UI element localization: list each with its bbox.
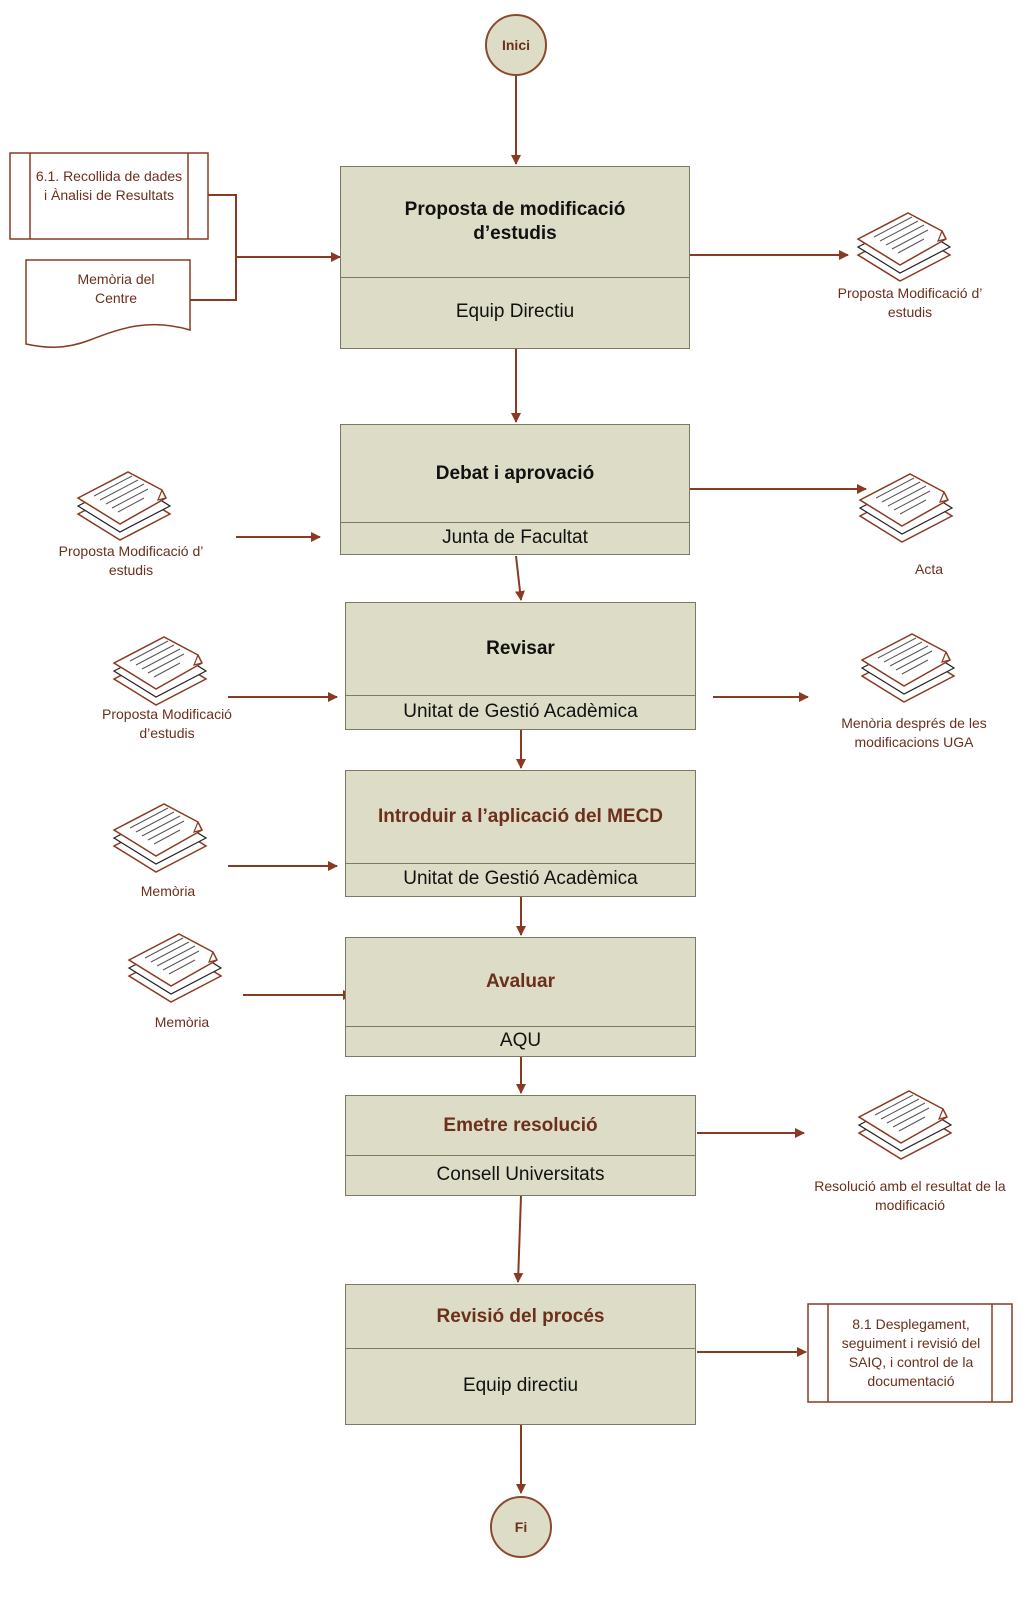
- step-title: Introduir a l’aplicació del MECD: [346, 771, 695, 864]
- output-arrows: [690, 250, 867, 1357]
- step-role: Equip directiu: [462, 1374, 579, 1396]
- input-arrows: [190, 194, 353, 1000]
- document-stack-icon: [113, 803, 207, 873]
- input-label-step2: Proposta Modificació d’ estudis: [58, 543, 204, 578]
- document-stack-icon: [859, 473, 953, 543]
- output-label-step3: Menòria després de les modificacions UGA: [841, 715, 987, 750]
- input-label-step5: Memòria: [154, 1014, 210, 1030]
- step-role: Junta de Facultat: [442, 526, 588, 548]
- output-label-step2: Acta: [914, 561, 943, 577]
- step-proposta: Proposta de modificació d’estudis Equip …: [340, 166, 690, 349]
- step-title: Emetre resolució: [346, 1096, 695, 1156]
- document-stack-icon: [858, 1090, 952, 1160]
- process-8-1-label: 8.1 Desplegament, seguiment i revisió de…: [841, 1316, 981, 1389]
- memoria-centre-label: Memòria del Centre: [77, 271, 155, 306]
- step-role: Consell Universitats: [436, 1163, 605, 1185]
- step-role: Unitat de Gestió Acadèmica: [403, 700, 638, 722]
- input-label-step3: Proposta Modificació d’estudis: [102, 706, 232, 741]
- step-role: AQU: [499, 1029, 542, 1051]
- end-label: Fi: [514, 1519, 528, 1535]
- step-role: Equip Directiu: [455, 301, 575, 322]
- step-emetre: Emetre resolució Consell Universitats: [345, 1095, 696, 1196]
- process-6-1-frame: [9, 152, 209, 240]
- step-title: Revisar: [346, 603, 695, 696]
- start-label: Inici: [501, 37, 530, 53]
- output-label-step6: Resolució amb el resultat de la modifica…: [814, 1178, 1006, 1213]
- step-title: Proposta de modificació d’estudis: [341, 167, 689, 278]
- document-stack-icon: [128, 933, 222, 1003]
- step-avaluar: Avaluar AQU: [345, 937, 696, 1057]
- input-label-step4: Memòria: [140, 883, 196, 899]
- step-title: Debat i aprovació: [341, 425, 689, 523]
- output-label-step1: Proposta Modificació d’ estudis: [837, 285, 983, 320]
- step-role: Unitat de Gestió Acadèmica: [403, 868, 638, 889]
- memoria-centre-document: [25, 259, 191, 349]
- step-title: Avaluar: [346, 938, 695, 1027]
- process-6-1-label: 6.1. Recollida de dades i Ànalisi de Res…: [35, 168, 183, 203]
- end-terminal: Fi: [490, 1496, 552, 1558]
- start-terminal: Inici: [485, 14, 547, 76]
- step-debat: Debat i aprovació Junta de Facultat: [340, 424, 690, 555]
- step-revisar: Revisar Unitat de Gestió Acadèmica: [345, 602, 696, 730]
- document-stack-icon: [113, 636, 207, 706]
- step-revisio: Revisió del procés Equip directiu: [345, 1284, 696, 1425]
- document-stack-icon: [77, 471, 171, 541]
- step-introduir: Introduir a l’aplicació del MECD Unitat …: [345, 770, 696, 897]
- step-title: Revisió del procés: [346, 1285, 695, 1349]
- process-8-1-frame: [807, 1303, 1013, 1403]
- main-flow-arrows: [511, 76, 526, 1494]
- document-stack-icon: [861, 633, 955, 703]
- document-stack-icon: [857, 212, 951, 282]
